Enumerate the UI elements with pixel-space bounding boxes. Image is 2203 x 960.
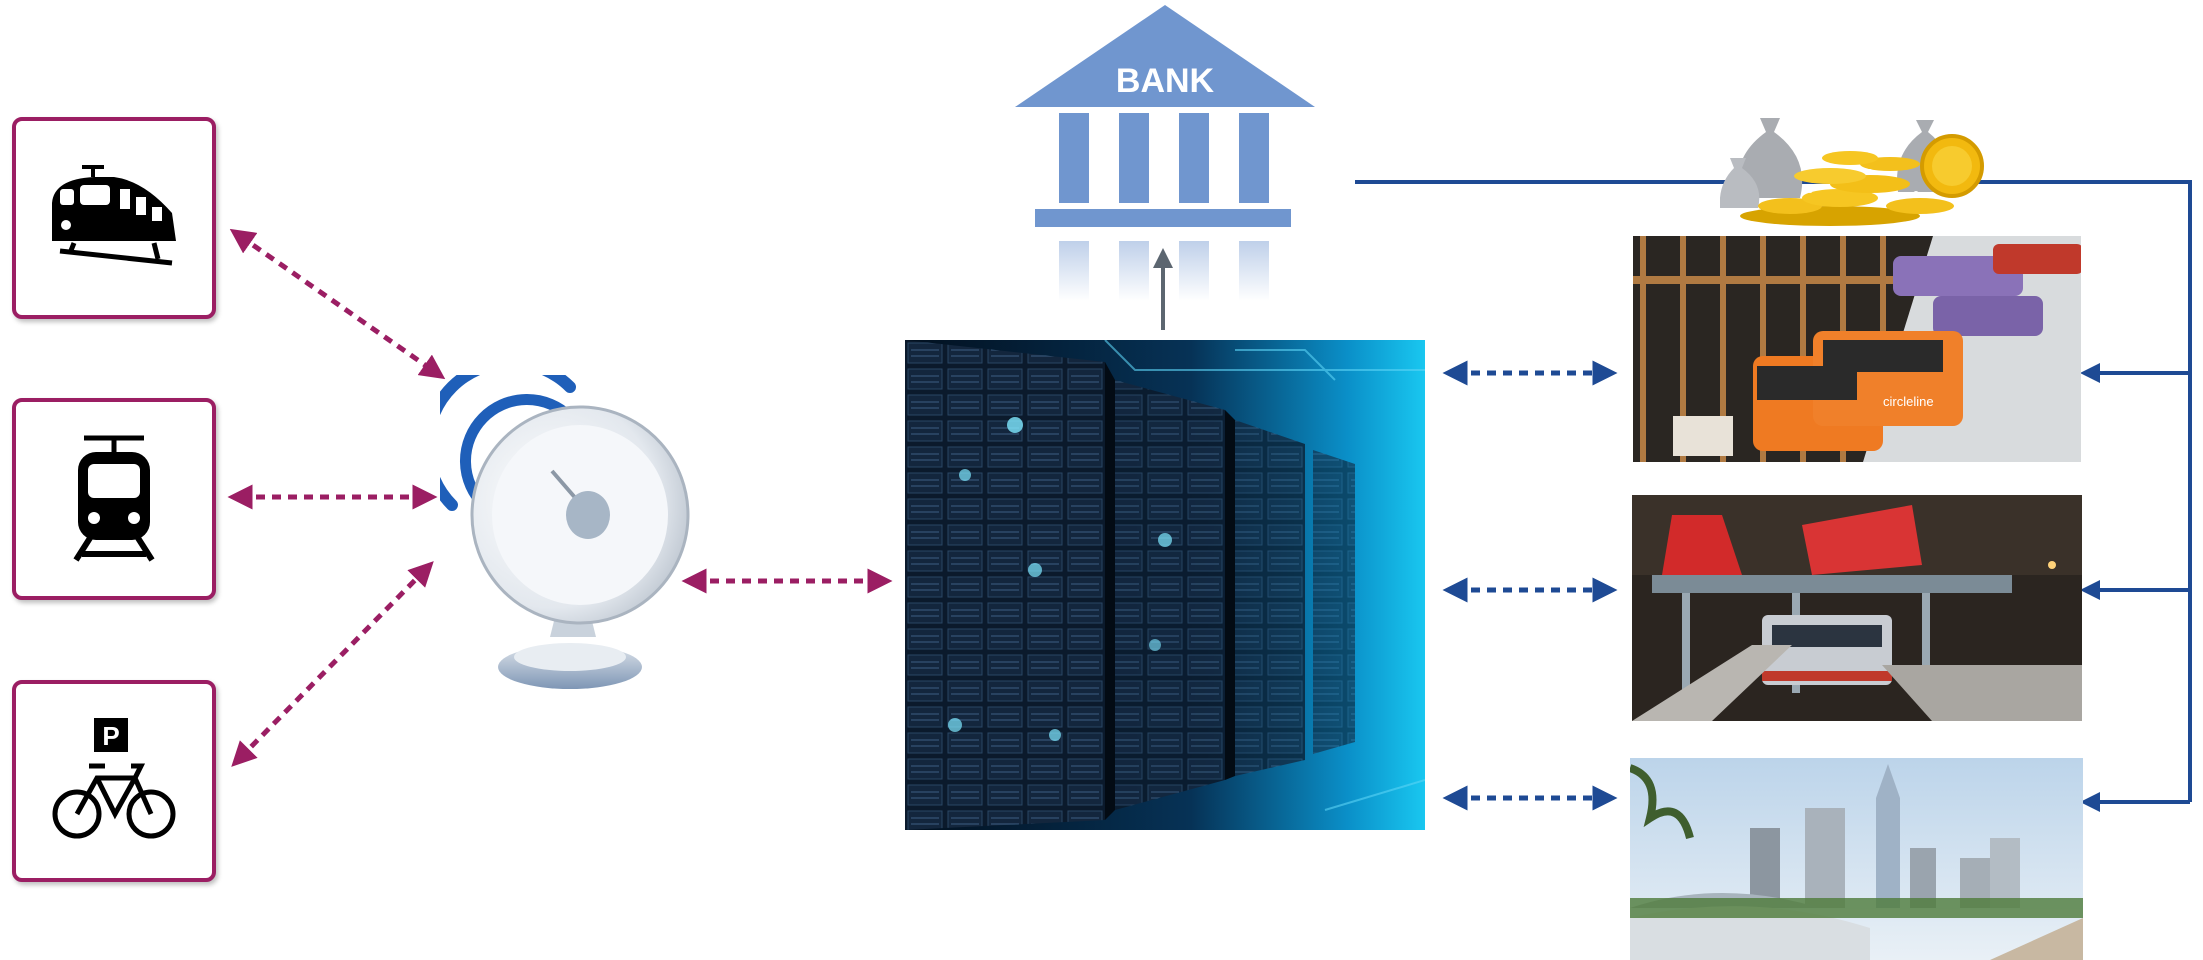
tram-mode-box	[12, 398, 216, 600]
bus-brand-label: circleline	[1883, 394, 1934, 409]
svg-text:P: P	[102, 721, 119, 751]
arrow-bike-antenna	[231, 561, 434, 767]
data-center-servers-image	[905, 340, 1425, 830]
money-bags-coins-icon	[1720, 118, 1984, 226]
parking-bicycle-icon: P	[52, 718, 176, 839]
parking-bicycle-mode-box: P	[12, 680, 216, 882]
train-station-photo	[1632, 495, 2082, 721]
bank-label: BANK	[1116, 62, 1215, 100]
arrow-train-antenna	[229, 228, 446, 380]
bus-station-photo: circleline	[1633, 236, 2081, 462]
bank-icon: BANK	[1015, 5, 1315, 301]
satellite-dish-icon	[440, 375, 690, 689]
city-skyline-photo	[1630, 758, 2083, 960]
train-icon	[52, 165, 176, 266]
train-mode-box	[12, 117, 216, 319]
payment-flow-line	[1355, 180, 2192, 802]
tram-icon	[73, 435, 155, 562]
